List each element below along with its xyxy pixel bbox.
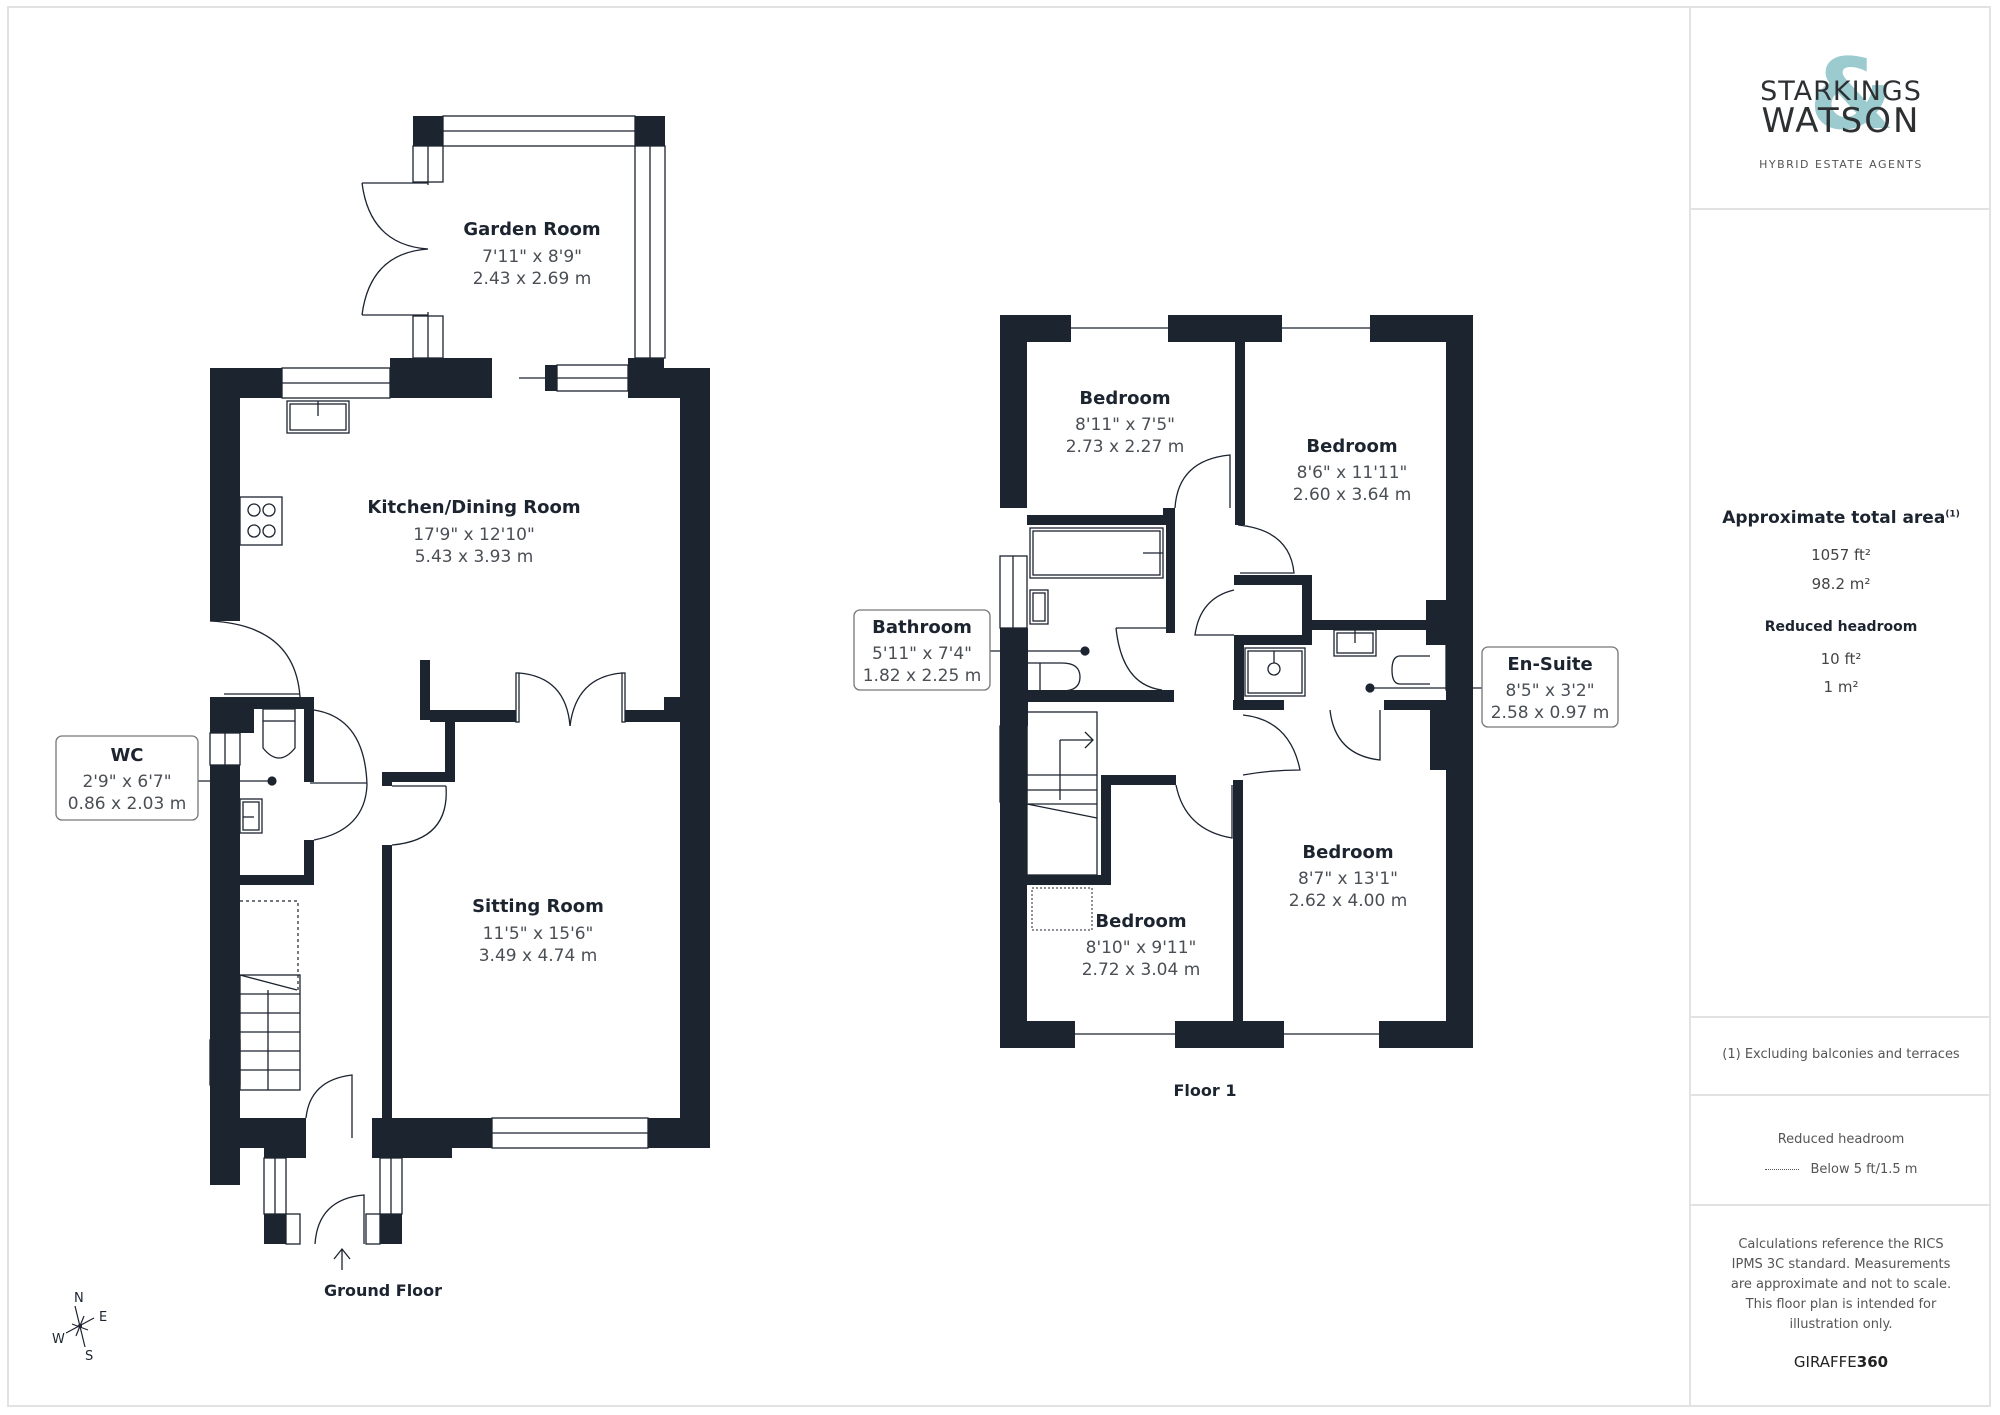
room-dim-metric: 2.43 x 2.69 m: [473, 269, 592, 289]
reduced-area-m2: 1 m²: [1823, 678, 1859, 696]
room-name-bedroom-4: Bedroom: [1302, 842, 1393, 863]
disclaimer-text: Calculations reference the RICS IPMS 3C …: [1730, 1237, 1952, 1332]
room-name-en-suite: En-Suite: [1507, 654, 1592, 675]
legend-title: Reduced headroom: [1777, 1132, 1905, 1147]
area-title: Approximate total area(1): [1722, 508, 1960, 528]
room-dim-metric: 5.43 x 3.93 m: [415, 547, 534, 567]
reduced-area-ft2: 10 ft²: [1820, 650, 1862, 668]
brand-logo: & STARKINGS WATSON HYBRID ESTATE AGENTS: [1691, 6, 1991, 210]
reduced-headroom-title: Reduced headroom: [1764, 619, 1918, 635]
room-dim-imperial: 7'11" x 8'9": [482, 247, 582, 267]
room-name-wc: WC: [110, 745, 143, 766]
legend-section: Reduced headroom Below 5 ft/1.5 m: [1691, 1096, 1991, 1206]
room-dim-imperial: 8'10" x 9'11": [1086, 938, 1197, 958]
room-dim-metric: 3.49 x 4.74 m: [479, 946, 598, 966]
room-dim-metric: 2.72 x 3.04 m: [1082, 960, 1201, 980]
room-name-bedroom-2: Bedroom: [1306, 436, 1397, 457]
logo-ampersand-icon: &: [1809, 38, 1895, 152]
compass-w: W: [52, 1332, 65, 1347]
dotted-line-icon: [1764, 1169, 1799, 1170]
brand-tagline: HYBRID ESTATE AGENTS: [1759, 158, 1923, 171]
info-panel: & STARKINGS WATSON HYBRID ESTATE AGENTS …: [1689, 6, 1991, 1407]
logo-line-1: STARKINGS: [1760, 76, 1922, 107]
footnote-text: (1) Excluding balconies and terraces: [1722, 1047, 1960, 1062]
room-dim-metric: 2.62 x 4.00 m: [1289, 891, 1408, 911]
area-summary: Approximate total area(1) 1057 ft² 98.2 …: [1691, 210, 1991, 1018]
room-name-sitting-room: Sitting Room: [472, 896, 604, 917]
room-dim-imperial: 17'9" x 12'10": [413, 525, 535, 545]
logo-line-2: WATSON: [1761, 101, 1921, 141]
legend-item-label: Below 5 ft/1.5 m: [1810, 1162, 1918, 1177]
room-name-garden-room: Garden Room: [463, 219, 600, 240]
footnote-section: (1) Excluding balconies and terraces: [1691, 1018, 1991, 1096]
page-frame: [7, 6, 1991, 1407]
room-dim-metric: 1.82 x 2.25 m: [863, 666, 982, 686]
room-dim-imperial: 2'9" x 6'7": [82, 772, 171, 792]
compass-e: E: [99, 1310, 107, 1325]
room-dim-metric: 2.58 x 0.97 m: [1491, 703, 1610, 723]
provider-logo: GIRAFFE360: [1793, 1353, 1889, 1371]
room-name-kitchen-dining: Kitchen/Dining Room: [367, 497, 580, 518]
floor-label-first: Floor 1: [1174, 1081, 1237, 1100]
room-dim-imperial: 8'7" x 13'1": [1298, 869, 1398, 889]
legend-item: Below 5 ft/1.5 m: [1691, 1162, 1991, 1177]
floor-label-ground: Ground Floor: [324, 1281, 442, 1300]
disclaimer-section: Calculations reference the RICS IPMS 3C …: [1691, 1206, 1991, 1407]
room-dim-metric: 2.73 x 2.27 m: [1066, 437, 1185, 457]
room-name-bedroom-3: Bedroom: [1095, 911, 1186, 932]
room-dim-imperial: 8'11" x 7'5": [1075, 415, 1175, 435]
room-dim-imperial: 5'11" x 7'4": [872, 644, 972, 664]
room-dim-metric: 2.60 x 3.64 m: [1293, 485, 1412, 505]
total-area-m2: 98.2 m²: [1811, 575, 1871, 593]
compass-n: N: [74, 1291, 84, 1306]
compass-icon: N E W S: [52, 1291, 107, 1364]
room-dim-metric: 0.86 x 2.03 m: [68, 794, 187, 814]
room-dim-imperial: 8'6" x 11'11": [1297, 463, 1408, 483]
room-name-bedroom-1: Bedroom: [1079, 388, 1170, 409]
compass-s: S: [85, 1349, 93, 1364]
total-area-ft2: 1057 ft²: [1811, 546, 1871, 564]
room-name-bathroom: Bathroom: [872, 617, 972, 638]
room-dim-imperial: 11'5" x 15'6": [483, 924, 594, 944]
room-dim-imperial: 8'5" x 3'2": [1505, 681, 1594, 701]
